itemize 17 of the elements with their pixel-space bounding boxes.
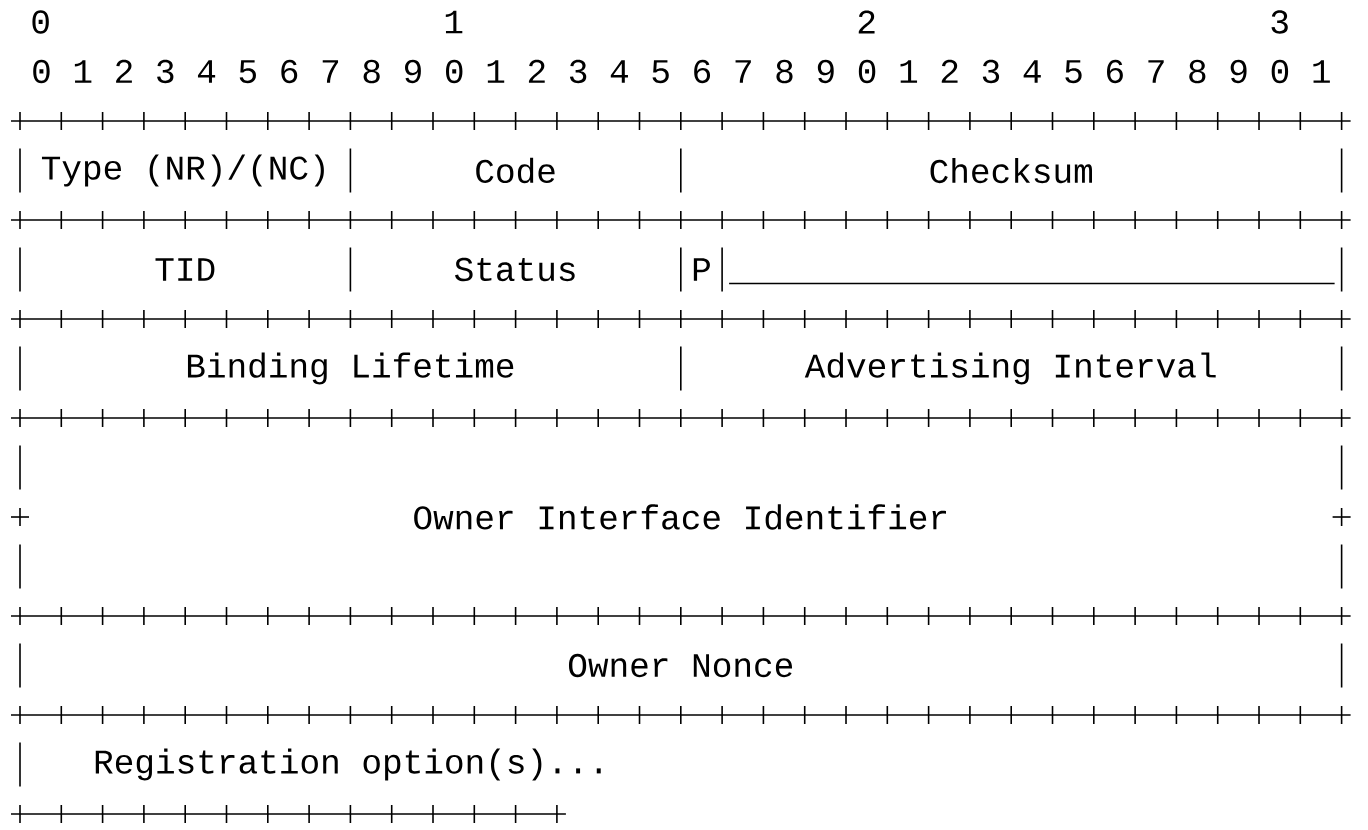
reserved-field-line [728, 282, 1336, 285]
field-name: P [693, 258, 710, 281]
bit-index-row: 0 1 2 3 4 5 6 7 8 9 0 1 2 3 4 5 6 7 8 9 0 1 2 3 4 5 6 7 8 9 0 1 [33, 59, 1330, 84]
field-name: Checksum [930, 157, 1092, 184]
bit-index: 0 [32, 10, 49, 34]
field-name: Owner Interface Identifier [414, 504, 946, 530]
bit-index: 3 [1271, 10, 1288, 34]
field-name: TID [155, 258, 215, 281]
bit-index: 2 [858, 10, 875, 34]
field-name: Type (NR)/(NC) [41, 154, 324, 187]
field-name: Status [455, 257, 575, 282]
field-name: Owner Nonce [569, 653, 793, 678]
field-name: Registration option(s)... [95, 748, 601, 781]
field-name: Binding Lifetime [187, 352, 514, 385]
field-name: Code [476, 157, 555, 184]
bit-index: 1 [445, 10, 463, 34]
field-name: Advertising Interval [804, 352, 1216, 385]
